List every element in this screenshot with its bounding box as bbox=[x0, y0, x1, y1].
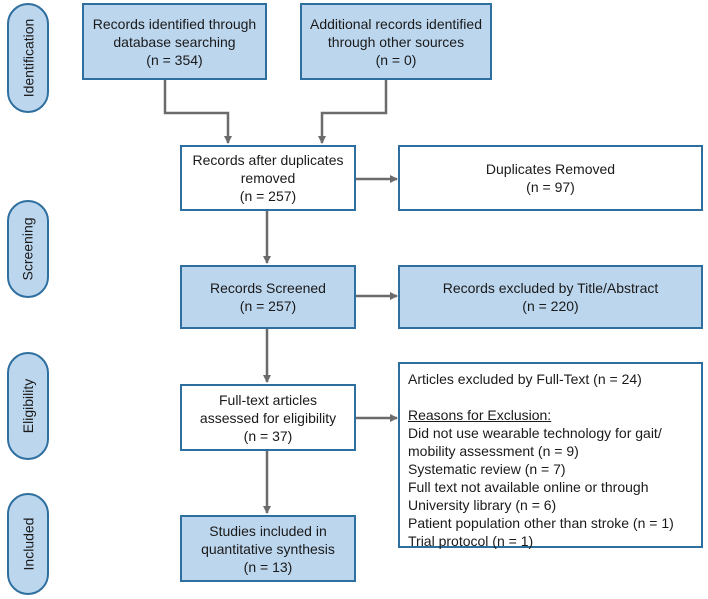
exclusions-reasons-title: Reasons for Exclusion: bbox=[408, 407, 552, 423]
stage-screening: Screening bbox=[7, 200, 49, 298]
box-dup-removed-line2: (n = 97) bbox=[526, 179, 575, 195]
box-duplicates-removed: Duplicates Removed (n = 97) bbox=[398, 145, 703, 211]
box-after-dup-line2: removed bbox=[240, 170, 296, 186]
stage-included: Included bbox=[7, 493, 49, 595]
box-screened-line1: Records Screened bbox=[210, 280, 326, 296]
box-other-line3: (n = 0) bbox=[375, 51, 417, 68]
stage-eligibility: Eligibility bbox=[7, 352, 49, 460]
box-database-line1: Records identified through bbox=[92, 15, 257, 32]
exclusions-spacer bbox=[408, 388, 693, 406]
exclusion-reason-line: Did not use wearable technology for gait… bbox=[408, 425, 662, 441]
box-records-screened: Records Screened (n = 257) bbox=[180, 265, 356, 329]
box-included-line1: Studies included in bbox=[209, 522, 327, 539]
box-fulltext-line2: assessed for eligibility bbox=[199, 409, 337, 426]
box-fulltext-exclusions: Articles excluded by Full-Text (n = 24) … bbox=[398, 362, 703, 549]
box-fulltext-line3: (n = 37) bbox=[243, 427, 293, 444]
exclusion-reason-line: Trial protocol (n = 1) bbox=[408, 533, 534, 549]
arrow-other-to-after-dup bbox=[318, 80, 388, 144]
box-excluded-title-line2: (n = 220) bbox=[522, 298, 579, 314]
box-excluded-title-line1: Records excluded by Title/Abstract bbox=[442, 280, 659, 296]
exclusion-reason-line: University library (n = 6) bbox=[408, 497, 557, 513]
box-other-line1: Additional records identified bbox=[310, 15, 482, 32]
box-after-duplicates: Records after duplicates removed (n = 25… bbox=[180, 145, 356, 211]
box-after-dup-line3: (n = 257) bbox=[239, 188, 297, 204]
exclusions-header: Articles excluded by Full-Text (n = 24) bbox=[408, 371, 642, 387]
box-other-line2: through other sources bbox=[327, 33, 465, 50]
box-other-sources: Additional records identified through ot… bbox=[300, 3, 492, 80]
box-screened-line2: (n = 257) bbox=[239, 298, 297, 314]
exclusion-reason-line: Patient population other than stroke (n … bbox=[408, 515, 674, 531]
stage-identification: Identification bbox=[7, 3, 49, 113]
box-fulltext-line1: Full-text articles bbox=[218, 391, 318, 408]
box-excluded-title-abstract: Records excluded by Title/Abstract (n = … bbox=[398, 265, 703, 329]
exclusion-reason-line: Full text not available online or throug… bbox=[408, 479, 649, 495]
box-studies-included: Studies included in quantitative synthes… bbox=[180, 515, 356, 582]
box-database-line3: (n = 354) bbox=[146, 51, 203, 68]
exclusion-reason-line: mobility assessment (n = 9) bbox=[408, 443, 579, 459]
exclusion-reason-line: Systematic review (n = 7) bbox=[408, 461, 566, 477]
box-fulltext-assessed: Full-text articles assessed for eligibil… bbox=[180, 384, 356, 451]
box-included-line3: (n = 13) bbox=[243, 558, 293, 575]
box-database-line2: database searching bbox=[113, 33, 236, 50]
box-included-line2: quantitative synthesis bbox=[201, 540, 335, 557]
box-after-dup-line1: Records after duplicates bbox=[192, 152, 344, 168]
box-database-records: Records identified through database sear… bbox=[82, 3, 267, 80]
arrow-database-to-after-dup bbox=[163, 80, 232, 144]
box-dup-removed-line1: Duplicates Removed bbox=[485, 161, 616, 177]
